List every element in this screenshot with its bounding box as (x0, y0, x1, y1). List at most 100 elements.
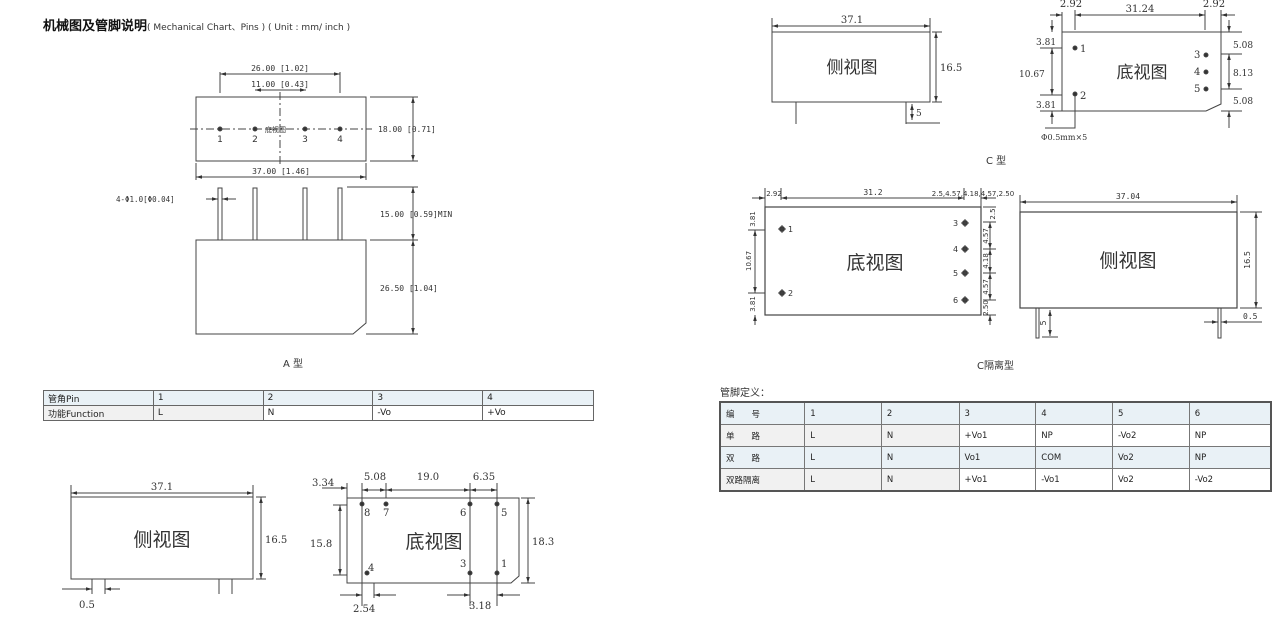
pin-label: 1 (217, 135, 223, 145)
dim-span: 31.2 (863, 188, 882, 197)
pin-label: 5 (1194, 84, 1200, 95)
pin-lead (217, 187, 223, 241)
dim-pin-span: 26.00 [1.02] (251, 64, 309, 73)
dim-left-mid: 10.67 (745, 251, 753, 271)
dim-length: 37.00 [1.46] (252, 167, 310, 176)
table-cell: L (804, 468, 882, 492)
table-cell: NP (1188, 446, 1272, 469)
type-c-iso-bottom-body (764, 206, 982, 316)
side-view-label: 侧视图 (827, 58, 878, 78)
table-cell: 功能Function (43, 405, 154, 421)
type-a-side-view (195, 186, 418, 335)
pin-lead (337, 187, 343, 241)
dim-left-mid: 10.67 (1019, 70, 1045, 80)
title-subtitle: ( Mechanical Chart、Pins ) ( Unit : mm/ i… (147, 23, 351, 33)
dim-left-top: 3.81 (1036, 38, 1056, 48)
table-cell: 6 (1188, 401, 1272, 425)
table-cell: N (262, 405, 374, 421)
pin-label: 3 (460, 559, 466, 570)
pin-dot (364, 570, 370, 576)
pin-dot (383, 501, 389, 507)
table-cell: 1 (152, 390, 264, 406)
pin-label: 3 (953, 219, 958, 228)
table-cell: 4 (1035, 401, 1114, 425)
pin-dot (467, 570, 473, 576)
dim-length: 37.1 (151, 482, 173, 493)
table-cell: +Vo1 (958, 468, 1037, 492)
dim-left-bottom: 3.81 (1036, 101, 1056, 111)
type-c-iso-side-body (1019, 211, 1238, 309)
table-cell: NP (1188, 424, 1272, 447)
dim-height: 18.00 [0.71] (378, 125, 436, 134)
pin-lead (1217, 307, 1222, 339)
type-a-pin-table: 管角Pin 1 2 3 4 功能Function L N -Vo +Vo (43, 390, 594, 421)
bottom-view-label: 底视图 (405, 531, 462, 553)
pin-label: 7 (383, 508, 389, 519)
pin-label: 5 (953, 269, 958, 278)
table-cell: L (804, 424, 882, 447)
pin-dot (467, 501, 473, 507)
dim-height: 16.5 (1243, 251, 1252, 269)
dim-pin-length: 15.00 [0.59]MIN (380, 210, 452, 219)
dim-left: 2.92 (1060, 0, 1082, 10)
table-cell: 5 (1112, 401, 1190, 425)
dim-span: 31.24 (1126, 4, 1155, 15)
dim-pin-width: 0.5 (79, 600, 95, 611)
dim-vertical: 15.8 (310, 539, 332, 550)
pin-label: 2 (252, 135, 258, 145)
table-cell: 4 (482, 390, 594, 406)
pin-lead (252, 187, 258, 241)
pin-dot (217, 126, 223, 132)
pin-label: 3 (302, 135, 308, 145)
dim-height: 18.3 (532, 537, 554, 548)
pin-dot (302, 126, 308, 132)
pin-lead (302, 187, 308, 241)
pin-label: 1 (1080, 44, 1086, 55)
caption-type-c-iso: C隔离型 (977, 361, 1014, 372)
dim-left-bottom: 3.81 (749, 296, 757, 312)
table-cell: 管角Pin (43, 390, 154, 406)
dim-right-chain: 4.18 (982, 253, 990, 269)
table-cell: N (880, 424, 960, 447)
type-c-side-body (771, 31, 931, 103)
pin-label: 1 (501, 559, 507, 570)
dim-right-chain: 2.50 (982, 300, 990, 316)
pin-marker (961, 245, 969, 253)
dim-left-offset: 3.34 (312, 478, 334, 489)
dim-bottom-right: 3.18 (469, 601, 491, 612)
title-main: 机械图及管脚说明 (43, 19, 148, 34)
pin-lead (1035, 307, 1040, 339)
bottom-view-label: 底视图 (846, 252, 903, 274)
table-cell: 单 路 (719, 424, 806, 447)
caption-type-a: A 型 (283, 359, 304, 370)
dim-pin-width: 0.5 (1243, 312, 1258, 321)
pin-label: 3 (1194, 50, 1200, 61)
dim-pin-length: 5 (1039, 320, 1048, 325)
pin-dot (1203, 86, 1209, 92)
table-cell: -Vo2 (1188, 468, 1272, 492)
table-cell: +Vo (482, 405, 594, 421)
dim-span: 19.0 (417, 472, 439, 483)
dim-right-bottom: 5.08 (1233, 97, 1253, 107)
table-cell: 双 路 (719, 446, 806, 469)
table-cell: Vo2 (1112, 468, 1190, 492)
pin-label: 4 (953, 245, 958, 254)
table-cell: L (152, 405, 264, 421)
table-cell: -Vo1 (1035, 468, 1114, 492)
type-a-side-body (195, 239, 367, 335)
pin-dot (359, 501, 365, 507)
dim-pin-diameter: 4-Φ1.0[Φ0.04] (116, 195, 175, 204)
pin-dot (1203, 69, 1209, 75)
table-cell: 1 (804, 401, 882, 425)
bottom-view-label: 底视图 (265, 125, 286, 134)
table-cell: NP (1035, 424, 1114, 447)
table-row: 功能Function L N -Vo +Vo (43, 405, 594, 421)
pin-label: 5 (501, 508, 507, 519)
table-row: 管角Pin 1 2 3 4 (43, 390, 594, 406)
pin-marker (961, 269, 969, 277)
side-view-label: 侧视图 (1099, 250, 1156, 272)
table-cell: Vo2 (1112, 446, 1190, 469)
dim-right-chain: 2.5 (989, 208, 997, 219)
table-cell: 2 (262, 390, 374, 406)
